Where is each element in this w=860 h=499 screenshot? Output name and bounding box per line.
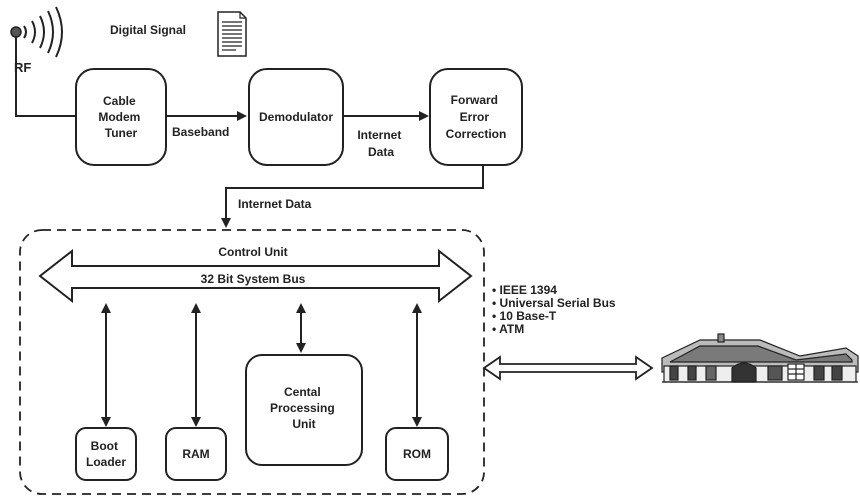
ram-box bbox=[165, 427, 227, 481]
cpu-label: Cental Processing Unit bbox=[270, 385, 338, 431]
rf-line bbox=[15, 37, 76, 117]
baseband-label: Baseband bbox=[172, 125, 229, 139]
internet-data-label-2: Internet Data bbox=[238, 197, 312, 211]
rf-label: RF bbox=[14, 60, 31, 75]
boot-loader-label: Boot Loader bbox=[86, 439, 126, 469]
rom-box bbox=[385, 427, 449, 481]
rom-label: ROM bbox=[403, 447, 431, 461]
document-icon bbox=[217, 11, 247, 57]
modem-board-container bbox=[19, 229, 485, 495]
cpu-box bbox=[245, 354, 363, 466]
boot-loader-box bbox=[75, 427, 137, 481]
antenna-icon bbox=[10, 6, 63, 58]
fec-box bbox=[429, 68, 523, 166]
demodulator-label: Demodulator bbox=[259, 110, 333, 124]
internet-data-arrow-2 bbox=[221, 165, 484, 228]
internet-data-label-1: Internet Data bbox=[357, 128, 404, 159]
fec-label: Forward Error Correction bbox=[446, 93, 507, 141]
house-icon bbox=[661, 333, 859, 383]
interface-list: • IEEE 1394 • Universal Serial Bus • 10 … bbox=[492, 283, 619, 336]
control-unit-label: Control Unit bbox=[218, 245, 287, 259]
house-link-arrow bbox=[482, 355, 654, 381]
digital-signal-label: Digital Signal bbox=[110, 23, 186, 37]
system-bus-label: 32 Bit System Bus bbox=[201, 272, 306, 286]
system-bus-arrow bbox=[38, 248, 473, 304]
tuner-label: Cable Modem Tuner bbox=[98, 94, 143, 140]
ram-label: RAM bbox=[182, 447, 209, 461]
